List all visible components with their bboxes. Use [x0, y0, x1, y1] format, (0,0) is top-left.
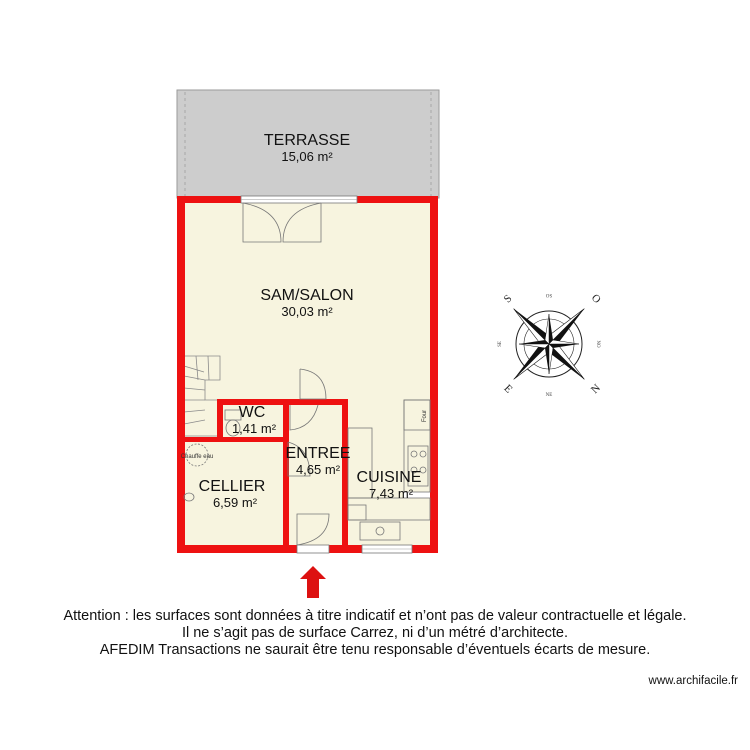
openings	[240, 195, 430, 554]
four-label: Four	[422, 410, 428, 422]
entrance-arrow-icon	[300, 566, 326, 598]
compass-north: N	[589, 382, 603, 396]
wc-area: 1,41 m²	[232, 421, 277, 436]
toilet-fixture	[224, 409, 242, 437]
interior-walls	[181, 399, 348, 549]
cellier-area: 6,59 m²	[213, 495, 258, 510]
door-swings	[242, 202, 373, 546]
cuisine-name: CUISINE	[357, 469, 422, 486]
disclaimer-line-2: Il ne s’agit pas de surface Carrez, ni d…	[181, 625, 569, 641]
compass-south: S	[502, 293, 515, 306]
sam-salon-name: SAM/SALON	[260, 287, 353, 304]
sam-salon-area: 30,03 m²	[281, 304, 333, 319]
compass-northeast: NE	[546, 393, 553, 398]
disclaimer-line-1: Attention : les surfaces sont données à …	[63, 608, 687, 624]
compass-southeast: SE	[498, 341, 503, 347]
cellier-fixture	[183, 492, 195, 502]
compass-west: O	[589, 292, 603, 306]
cuisine-area: 7,43 m²	[369, 486, 414, 501]
disclaimer-text: Attention : les surfaces sont données à …	[0, 608, 750, 659]
disclaimer-line-3: AFEDIM Transactions ne saurait être tenu…	[99, 642, 651, 658]
footer-url[interactable]: www.archifacile.fr	[648, 675, 738, 687]
house-floor	[181, 201, 434, 548]
compass-rose-icon: S O E N SO NE SE NO	[498, 292, 603, 398]
entree-area: 4,65 m²	[296, 462, 341, 477]
terrace-area	[176, 89, 440, 199]
water-heater-label: Chauffe eau	[181, 454, 214, 460]
terrasse-area: 15,06 m²	[281, 149, 333, 164]
entree-name: ENTREE	[286, 445, 351, 462]
cellier-name: CELLIER	[199, 478, 266, 495]
compass-southwest: SO	[545, 292, 552, 297]
compass-east: E	[501, 382, 514, 395]
kitchen-counter	[347, 399, 431, 541]
compass-northwest: NO	[595, 340, 600, 348]
wc-name: WC	[239, 404, 266, 421]
terrasse-name: TERRASSE	[264, 132, 350, 149]
water-heater: Chauffe eau	[181, 443, 214, 467]
